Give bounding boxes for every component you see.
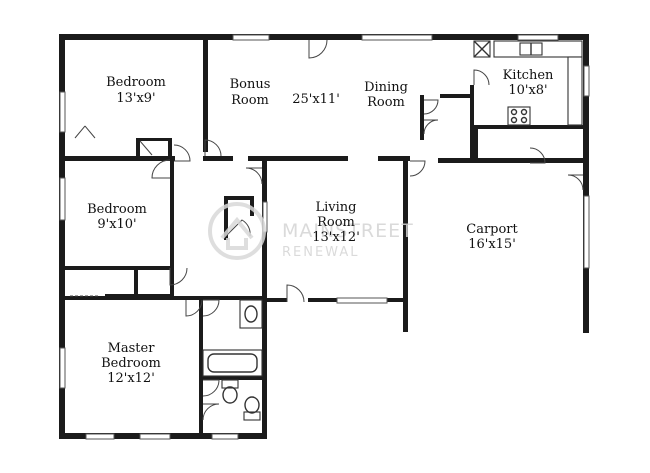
door — [74, 125, 96, 139]
bonus-name-line2: Room — [231, 93, 269, 108]
bedroom2-dims: 9'x10' — [97, 217, 136, 232]
vanity — [239, 299, 263, 329]
bath-fixtures — [202, 299, 263, 421]
door — [202, 379, 220, 397]
watermark-line1: MAINSTREET — [282, 220, 414, 242]
door — [202, 403, 220, 421]
bonus-name-line1: Bonus — [230, 77, 271, 92]
watermark-line2: RENEWAL — [282, 245, 359, 260]
door — [529, 147, 546, 164]
door — [286, 284, 305, 303]
toilet — [243, 411, 261, 421]
doors — [70, 39, 584, 421]
dining-name-line2: Room — [367, 95, 405, 110]
living-dims: 13'x12' — [312, 230, 360, 245]
door — [409, 160, 426, 177]
window — [59, 347, 66, 389]
room-labels: Bedroom 13'x9' Bonus Room 25'x11' Dining… — [87, 68, 554, 386]
window — [517, 34, 559, 41]
window — [361, 34, 433, 41]
master-name-line2: Bedroom — [101, 356, 161, 371]
bedroom2-name: Bedroom — [87, 202, 147, 217]
door — [473, 69, 490, 86]
kitchen-fixtures — [473, 40, 583, 126]
door — [204, 139, 222, 157]
master-dims: 12'x12' — [107, 371, 155, 386]
dining-name-line1: Dining — [364, 80, 408, 95]
watermark-logo-icon — [208, 202, 266, 260]
window — [232, 34, 270, 41]
bedroom1-dims: 13'x9' — [116, 91, 155, 106]
carport-dims: 16'x15' — [468, 237, 516, 252]
toilet — [221, 379, 239, 389]
window — [59, 91, 66, 133]
window — [336, 297, 388, 304]
kitchen-dims: 10'x8' — [508, 83, 547, 98]
door — [202, 299, 220, 317]
carport-name: Carport — [466, 222, 518, 237]
window — [583, 65, 590, 97]
door — [151, 159, 171, 179]
bedroom1-name: Bedroom — [106, 75, 166, 90]
window — [211, 433, 239, 440]
window — [85, 433, 115, 440]
windows — [59, 34, 590, 440]
stove — [507, 106, 531, 126]
door — [139, 140, 153, 156]
door — [308, 39, 328, 59]
counter — [567, 56, 583, 126]
bonus-dims: 25'x11' — [292, 92, 340, 107]
kitchen-name: Kitchen — [503, 68, 554, 83]
door — [173, 144, 191, 162]
window — [583, 195, 590, 269]
watermark: MAINSTREET RENEWAL — [208, 202, 414, 260]
master-name-line1: Master — [108, 341, 156, 356]
living-name: Living — [316, 200, 357, 215]
door — [423, 99, 439, 135]
door — [567, 174, 584, 191]
window — [139, 433, 171, 440]
door — [245, 167, 263, 185]
door — [185, 299, 203, 317]
door — [169, 267, 188, 286]
window — [59, 177, 66, 221]
living-name-line2: Room — [317, 215, 355, 230]
